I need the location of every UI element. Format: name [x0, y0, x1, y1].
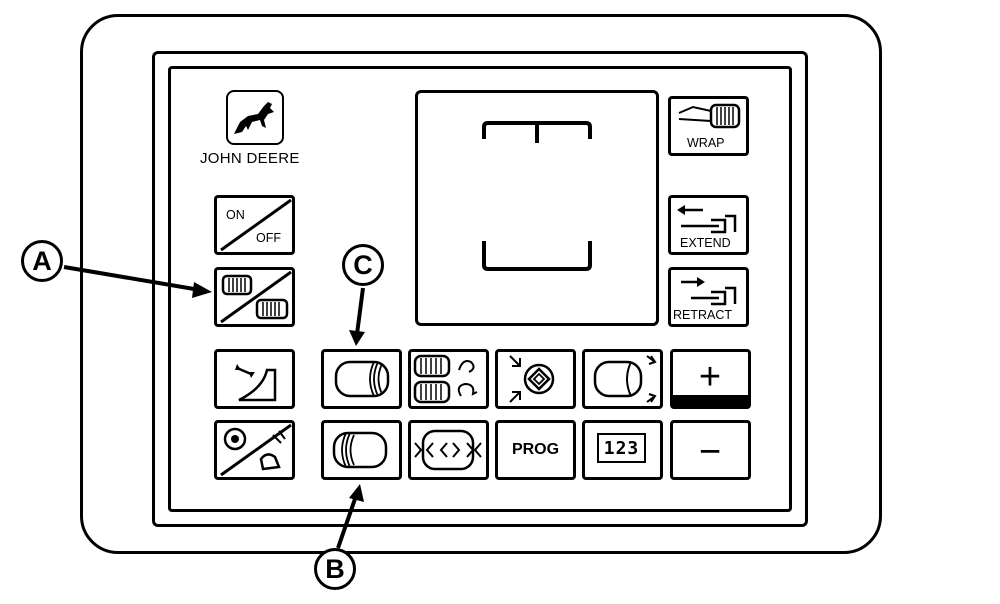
bale-size-button[interactable] [321, 349, 402, 409]
extend-icon [677, 205, 737, 234]
on-off-slash-icon [220, 198, 292, 252]
minus-label: − [698, 431, 722, 473]
two-bales-icon [220, 270, 292, 324]
callout-c: C [342, 244, 384, 286]
wrap-icon [678, 103, 741, 129]
bale-shape-button[interactable] [321, 420, 402, 480]
on-off-button[interactable]: ON OFF [214, 195, 295, 255]
display-screen [415, 90, 659, 326]
arrow-c [355, 287, 365, 335]
net-width-icon [414, 429, 482, 471]
bale-diameter-button[interactable] [582, 349, 663, 409]
callout-b: B [314, 548, 356, 590]
density-icon [509, 355, 555, 403]
bales-rotate-icon [413, 354, 478, 404]
wrap-label: WRAP [687, 136, 725, 150]
arrow-b [336, 495, 358, 549]
wrap-button[interactable]: WRAP [668, 96, 749, 156]
counter-display: 123 [597, 433, 646, 463]
retract-icon [681, 277, 737, 306]
john-deere-logo [226, 90, 284, 145]
tailgate-button[interactable] [214, 349, 295, 409]
arrowhead-b [349, 484, 364, 502]
prog-label: PROG [511, 441, 560, 458]
bale-count-button[interactable] [408, 349, 489, 409]
pickup-slash-icon [220, 423, 292, 477]
prog-button[interactable]: PROG [495, 420, 576, 480]
core-density-button[interactable] [495, 349, 576, 409]
monitor-housing [80, 14, 882, 554]
tailgate-icon [235, 364, 277, 402]
bale-chamber-indicator [482, 121, 592, 271]
brand-name: JOHN DEERE [200, 150, 300, 167]
panel-outer-frame [152, 51, 808, 527]
arrowhead-a [192, 282, 212, 298]
panel-inner-frame [168, 66, 792, 512]
bale-diameter-icon [593, 355, 657, 403]
bale-mode-button[interactable] [214, 267, 295, 327]
off-label: OFF [256, 231, 281, 245]
retract-label: RETRACT [673, 308, 733, 322]
counter-digits: 123 [603, 437, 640, 459]
counter-button[interactable]: 123 [582, 420, 663, 480]
bale-end-icon [332, 431, 388, 469]
extend-label: EXTEND [680, 236, 731, 250]
pickup-button[interactable] [214, 420, 295, 480]
extend-button[interactable]: EXTEND [668, 195, 749, 255]
on-label: ON [226, 208, 245, 222]
callout-a: A [21, 240, 63, 282]
retract-button[interactable]: RETRACT [668, 267, 749, 327]
arrow-a [63, 265, 201, 292]
deer-logo-icon [234, 102, 274, 134]
net-width-button[interactable] [408, 420, 489, 480]
plus-button[interactable]: + [670, 349, 751, 409]
plus-label: + [698, 356, 722, 398]
minus-button[interactable]: − [670, 420, 751, 480]
bale-side-icon [334, 360, 390, 398]
arrowhead-c [349, 330, 365, 346]
